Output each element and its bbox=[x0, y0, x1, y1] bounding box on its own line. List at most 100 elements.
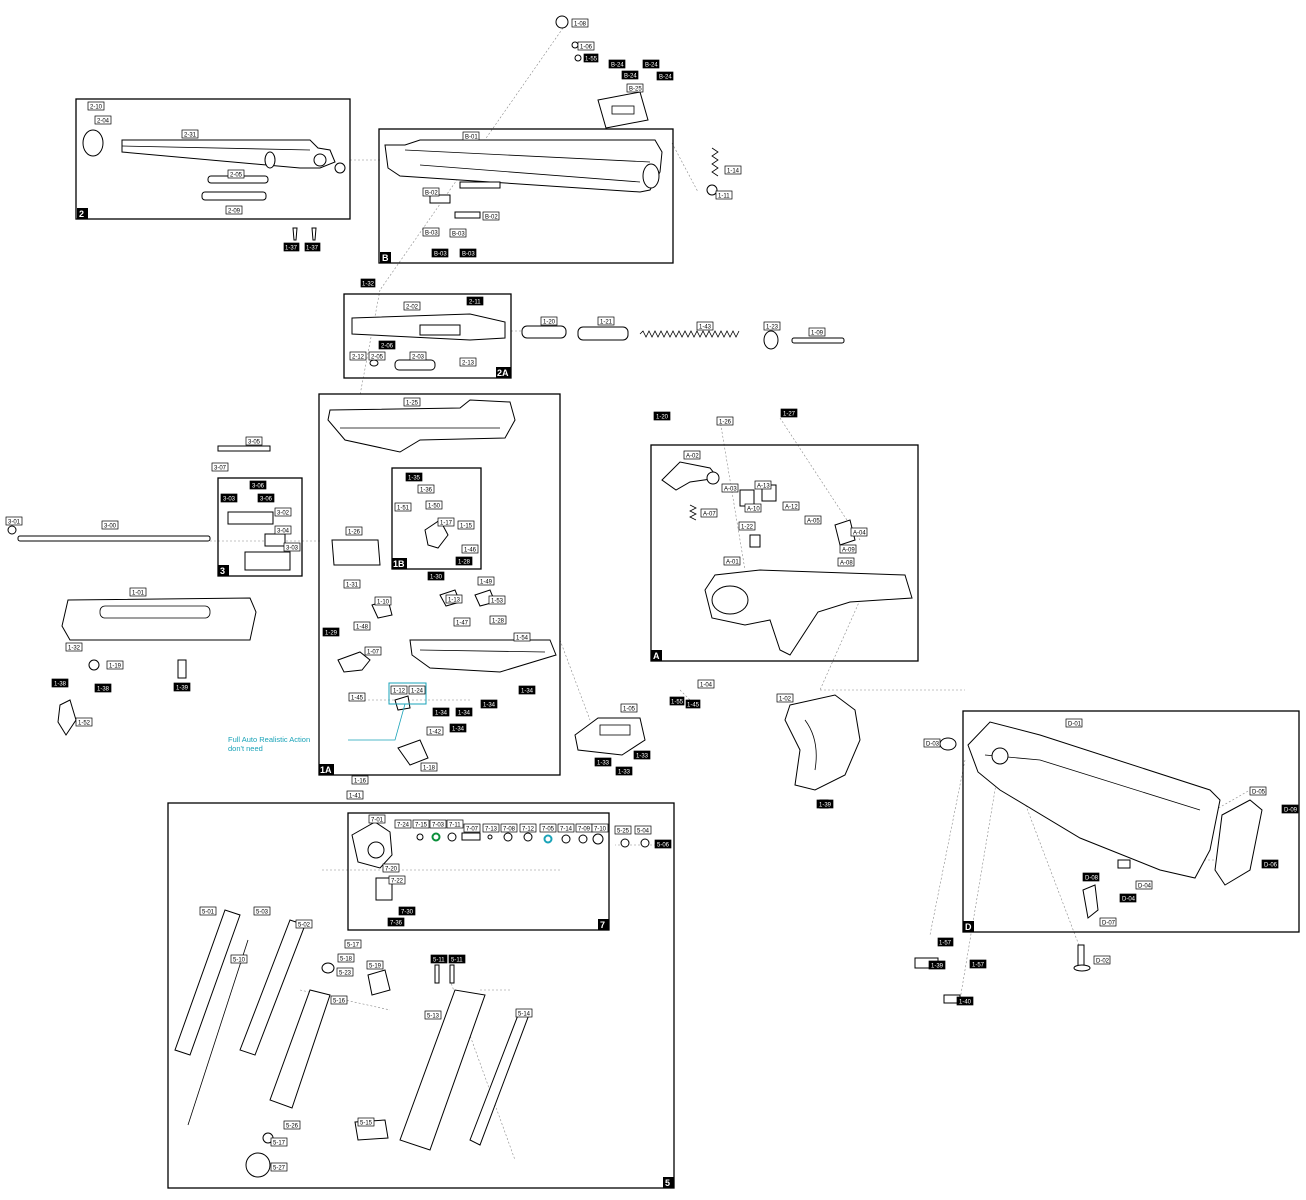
callout-7-09: 7-09 bbox=[575, 823, 593, 833]
callout-1-42: 1-42 bbox=[426, 726, 444, 736]
callout-1-11: 1-11 bbox=[715, 190, 733, 200]
svg-text:1-36: 1-36 bbox=[420, 488, 433, 494]
callout-1-34-d: 1-34 bbox=[518, 685, 536, 695]
callout-b-25: B-25 bbox=[626, 83, 644, 93]
svg-text:A-01: A-01 bbox=[726, 560, 739, 566]
svg-text:1-30: 1-30 bbox=[430, 575, 443, 581]
svg-text:1-14: 1-14 bbox=[727, 169, 740, 175]
callout-5-17b: 5-17 bbox=[270, 1137, 288, 1147]
svg-text:D-09: D-09 bbox=[1284, 808, 1298, 814]
callout-2-05b: 2-05 bbox=[368, 351, 386, 361]
svg-text:5-19: 5-19 bbox=[369, 964, 382, 970]
callout-7-15: 7-15 bbox=[412, 819, 430, 829]
callout-2-05: 2-05 bbox=[227, 169, 245, 179]
svg-text:2-12: 2-12 bbox=[352, 355, 365, 361]
callout-5-03: 5-03 bbox=[253, 906, 271, 916]
callout-7-30: 7-30 bbox=[398, 906, 416, 916]
callout-3-00: 3-00 bbox=[101, 520, 119, 530]
callout-1-24: 1-24 bbox=[408, 685, 426, 695]
svg-text:1-01: 1-01 bbox=[132, 591, 145, 597]
svg-text:B-24: B-24 bbox=[611, 63, 624, 69]
part-pistol-grip bbox=[784, 694, 861, 809]
svg-text:1-27: 1-27 bbox=[783, 412, 796, 418]
callout-7-10: 7-10 bbox=[591, 823, 609, 833]
svg-text:1-52: 1-52 bbox=[78, 721, 91, 727]
callout-7-05: 7-05 bbox=[539, 823, 557, 833]
callout-1-38b: 1-38 bbox=[94, 683, 112, 693]
svg-text:B-03: B-03 bbox=[425, 231, 438, 237]
callout-b-02-b: B-02 bbox=[482, 211, 500, 221]
callout-1-38: 1-38 bbox=[51, 678, 69, 688]
callout-1-06: 1-06 bbox=[577, 41, 595, 51]
callout-1-07: 1-07 bbox=[364, 646, 382, 656]
callout-1-20: 1-20 bbox=[540, 316, 558, 326]
svg-text:5-15: 5-15 bbox=[360, 1121, 373, 1127]
callout-1-32b: 1-32 bbox=[65, 642, 83, 652]
callout-7-08: 7-08 bbox=[500, 823, 518, 833]
svg-text:A-10: A-10 bbox=[747, 507, 760, 513]
svg-text:1-43: 1-43 bbox=[699, 325, 712, 331]
callout-b-03-d: B-03 bbox=[459, 248, 477, 258]
svg-text:2-06: 2-06 bbox=[381, 344, 394, 350]
callout-1-08: 1-08 bbox=[571, 18, 589, 28]
svg-text:A-04: A-04 bbox=[853, 531, 866, 537]
svg-text:7-10: 7-10 bbox=[594, 827, 607, 833]
callout-3-04: 3-04 bbox=[274, 525, 292, 535]
callout-7-36: 7-36 bbox=[387, 917, 405, 927]
callout-b-24-c: B-24 bbox=[621, 70, 639, 80]
svg-text:5-13: 5-13 bbox=[427, 1014, 440, 1020]
svg-text:1-46: 1-46 bbox=[464, 548, 477, 554]
svg-text:5-11: 5-11 bbox=[433, 958, 445, 964]
svg-text:1-25: 1-25 bbox=[406, 401, 419, 407]
callout-1-23: 1-23 bbox=[763, 321, 781, 331]
svg-text:1-17: 1-17 bbox=[440, 521, 453, 527]
callout-1-29: 1-29 bbox=[322, 627, 340, 637]
section-tag-2: 2 bbox=[79, 209, 84, 219]
callout-1-39: 1-39 bbox=[173, 682, 191, 692]
svg-text:B-03: B-03 bbox=[452, 232, 465, 238]
svg-text:1-50: 1-50 bbox=[428, 504, 441, 510]
svg-text:1-11: 1-11 bbox=[718, 194, 730, 200]
part-long-rod bbox=[7, 525, 211, 542]
svg-text:5-16: 5-16 bbox=[333, 999, 346, 1005]
note-line-2: don't need bbox=[228, 744, 263, 753]
callout-1-26: 1-26 bbox=[345, 526, 363, 536]
callout-a-13: A-13 bbox=[754, 480, 772, 490]
callout-a-12: A-12 bbox=[782, 501, 800, 511]
callout-d-04b: D-04 bbox=[1119, 893, 1137, 903]
callout-1-48: 1-48 bbox=[353, 621, 371, 631]
callout-b-03-a: B-03 bbox=[422, 227, 440, 237]
part-rods bbox=[201, 175, 269, 201]
callout-a-02: A-02 bbox=[683, 450, 701, 460]
callout-1-12: 1-12 bbox=[390, 685, 408, 695]
callout-a-05: A-05 bbox=[804, 515, 822, 525]
svg-text:2-11: 2-11 bbox=[469, 300, 481, 306]
svg-text:2-10: 2-10 bbox=[90, 105, 103, 111]
svg-text:1-04: 1-04 bbox=[700, 683, 713, 689]
section-tag-a: A bbox=[653, 651, 660, 661]
svg-text:5-10: 5-10 bbox=[233, 958, 246, 964]
part-magazine-body bbox=[354, 964, 531, 1151]
svg-text:A-13: A-13 bbox=[757, 484, 770, 490]
part-screws-1-37 bbox=[292, 227, 317, 241]
svg-text:D-07: D-07 bbox=[1102, 921, 1116, 927]
svg-text:2-13: 2-13 bbox=[462, 361, 475, 367]
part-grip-frame bbox=[331, 539, 557, 673]
part-outer-barrel bbox=[82, 129, 346, 174]
callout-d-08: D-08 bbox=[1082, 872, 1100, 882]
callout-7-01: 7-01 bbox=[368, 814, 386, 824]
svg-text:2-05: 2-05 bbox=[371, 355, 384, 361]
svg-text:2-04: 2-04 bbox=[97, 119, 110, 125]
svg-text:1-34: 1-34 bbox=[483, 703, 496, 709]
callout-d-02: D-02 bbox=[1093, 955, 1111, 965]
callout-3-05: 3-05 bbox=[245, 436, 263, 446]
callout-d-09: D-09 bbox=[1281, 804, 1299, 814]
callout-d-01: D-01 bbox=[1065, 718, 1083, 728]
callout-1-34-e: 1-34 bbox=[449, 723, 467, 733]
svg-text:1-34: 1-34 bbox=[458, 711, 471, 717]
callout-1-50: 1-50 bbox=[425, 500, 443, 510]
section-tag-5: 5 bbox=[665, 1178, 670, 1188]
part-battery-tube bbox=[245, 962, 391, 1178]
section-tag-b: B bbox=[382, 253, 389, 263]
svg-text:1-15: 1-15 bbox=[460, 524, 473, 530]
